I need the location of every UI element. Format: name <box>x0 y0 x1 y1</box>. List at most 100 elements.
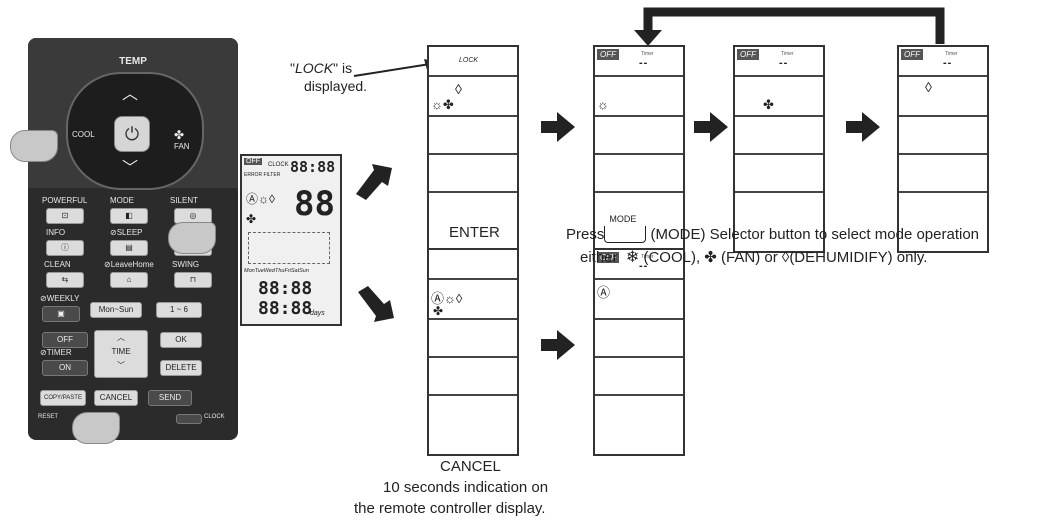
arrow-right <box>541 330 575 360</box>
reset-label: RESET <box>38 414 59 420</box>
cancel-note-line2: the remote controller display. <box>354 500 546 517</box>
screen-cancel: Ⓐ☼◊ ✤ <box>427 248 519 456</box>
cool-fan-icons: ☼✤ <box>431 97 454 112</box>
snowflake-icon: ❄ <box>625 249 640 266</box>
water-drop-icon: ◊ <box>781 249 790 266</box>
fan-icon: ✤ <box>433 304 444 318</box>
mode-instruction-line2: either ❄ (COOL), ✤ (FAN) or ◊(DEHUMIDIFY… <box>580 247 927 267</box>
loop-back-arrow <box>634 7 945 46</box>
screen-cool: OFF Timer -- ☼ <box>593 45 685 253</box>
lcd-top-digits: 88:88 <box>290 158 336 176</box>
cancel-note-line1: 10 seconds indication on <box>383 479 549 496</box>
off-badge: OFF <box>597 49 619 60</box>
swing-label: SWING <box>172 260 200 269</box>
lock-annotation-line2: displayed. <box>304 78 368 94</box>
timer-on-button[interactable]: ON <box>42 360 88 376</box>
temp-label: TEMP <box>119 56 147 67</box>
clock-button[interactable] <box>176 414 202 424</box>
lcd-time-digits-2: 88:88 <box>258 298 313 319</box>
clean-label: CLEAN <box>44 260 71 269</box>
instruction-text: (MODE) Selector button to select mode op… <box>650 226 980 243</box>
arrow-right <box>694 112 728 142</box>
weekly-button[interactable]: ▣ <box>42 306 80 322</box>
hand-pointer-icon <box>72 412 120 444</box>
powerful-button[interactable]: ⊡ <box>46 208 84 224</box>
off-badge: OFF <box>901 49 923 60</box>
timer-small-label: Timer <box>641 51 654 57</box>
cool-icon: ☼ <box>597 97 609 112</box>
timer-small-label: Timer <box>945 51 958 57</box>
timer-dashes: -- <box>779 57 789 69</box>
info-button[interactable]: ⓘ <box>46 240 84 256</box>
timer-label: ⊘TIMER <box>40 348 72 357</box>
timer-small-label: Timer <box>781 51 794 57</box>
timer-dashes: -- <box>943 57 953 69</box>
arrow-right <box>541 112 575 142</box>
off-badge: OFF <box>597 252 619 263</box>
copy-paste-button[interactable]: COPY/PASTE <box>40 390 86 406</box>
cancel-button[interactable]: CANCEL <box>94 390 138 406</box>
send-button[interactable]: SEND <box>148 390 192 406</box>
dehumidify-word: (DEHUMIDIFY) only. <box>789 249 928 266</box>
screen-lock: LOCK ◊ ☼✤ <box>427 45 519 253</box>
temp-up-icon[interactable]: ︿ <box>122 86 139 103</box>
press-word: Press <box>566 226 605 243</box>
sleep-button[interactable]: ▤ <box>110 240 148 256</box>
fan-button-label[interactable]: FAN <box>174 142 190 151</box>
lcd-days-label: days <box>310 310 325 317</box>
screen-lock-text: LOCK <box>459 57 479 64</box>
arrow-to-cancel <box>358 286 394 322</box>
delete-button[interactable]: DELETE <box>160 360 202 376</box>
lcd-clock-label: CLOCK <box>268 162 289 168</box>
ok-button[interactable]: OK <box>160 332 202 348</box>
timer-small-label: Timer <box>641 254 654 260</box>
lcd-time-digits: 88:88 <box>258 278 313 299</box>
info-label: INFO <box>46 228 66 237</box>
mode-button[interactable]: ◧ <box>110 208 148 224</box>
leavehome-button[interactable]: ⌂ <box>110 272 148 288</box>
fan-word: (FAN) or <box>721 249 778 266</box>
lock-annotation-line1: "LOCK" is <box>290 60 353 76</box>
fan-icon: ✤ <box>704 249 717 266</box>
one-six-button[interactable]: 1 ~ 6 <box>156 302 202 318</box>
dehumidify-icon: ◊ <box>925 79 932 95</box>
lcd-swing-area <box>248 232 330 264</box>
hand-pointer-icon <box>10 130 58 162</box>
lcd-days-row: MonTueWedThuFriSatSun <box>244 268 309 274</box>
power-button[interactable]: ⏻ <box>114 116 150 152</box>
cancel-label: CANCEL <box>440 458 501 475</box>
mode-label: MODE <box>110 196 134 205</box>
lcd-mode-icons: Ⓐ☼◊ <box>246 192 275 206</box>
clean-button[interactable]: ⇆ <box>46 272 84 288</box>
auto-icon: Ⓐ <box>597 285 611 300</box>
cool-button-label[interactable]: COOL <box>72 130 95 139</box>
powerful-label: POWERFUL <box>42 196 88 205</box>
swing-button[interactable]: ⊓ <box>174 272 212 288</box>
time-down-icon: ﹀ <box>117 361 125 370</box>
lcd-big-digits: 88 <box>294 184 335 224</box>
time-label: TIME <box>111 347 131 356</box>
time-up-icon: ︿ <box>117 333 125 342</box>
temp-down-icon[interactable]: ﹀ <box>122 160 139 177</box>
screen-fan: OFF Timer -- ✤ <box>733 45 825 253</box>
arrow-right <box>846 112 880 142</box>
time-button[interactable]: ︿ TIME ﹀ <box>94 330 148 378</box>
auto-cool-dry-icons: Ⓐ☼◊ <box>431 291 463 306</box>
timer-dashes: -- <box>639 260 649 272</box>
lock-pointer-arrow <box>353 59 436 77</box>
either-word: either <box>580 249 618 266</box>
leavehome-label: ⊘LeaveHome <box>104 260 154 269</box>
lcd-fan-icon: ✤ <box>246 212 257 226</box>
mon-sun-button[interactable]: Mon~Sun <box>90 302 142 318</box>
fan-icon[interactable]: ✤ <box>174 128 185 142</box>
timer-dashes: -- <box>639 57 649 69</box>
clock-label: CLOCK <box>204 414 225 420</box>
screen-dehumidify: OFF Timer -- ◊ <box>897 45 989 253</box>
cool-word: (COOL), <box>643 249 701 266</box>
weekly-label: ⊘WEEKLY <box>40 294 80 303</box>
lcd-off-badge: OFF <box>244 158 262 165</box>
hand-pointer-icon <box>168 222 216 254</box>
screen-auto: OFF Timer -- Ⓐ <box>593 248 685 456</box>
timer-off-button[interactable]: OFF <box>42 332 88 348</box>
